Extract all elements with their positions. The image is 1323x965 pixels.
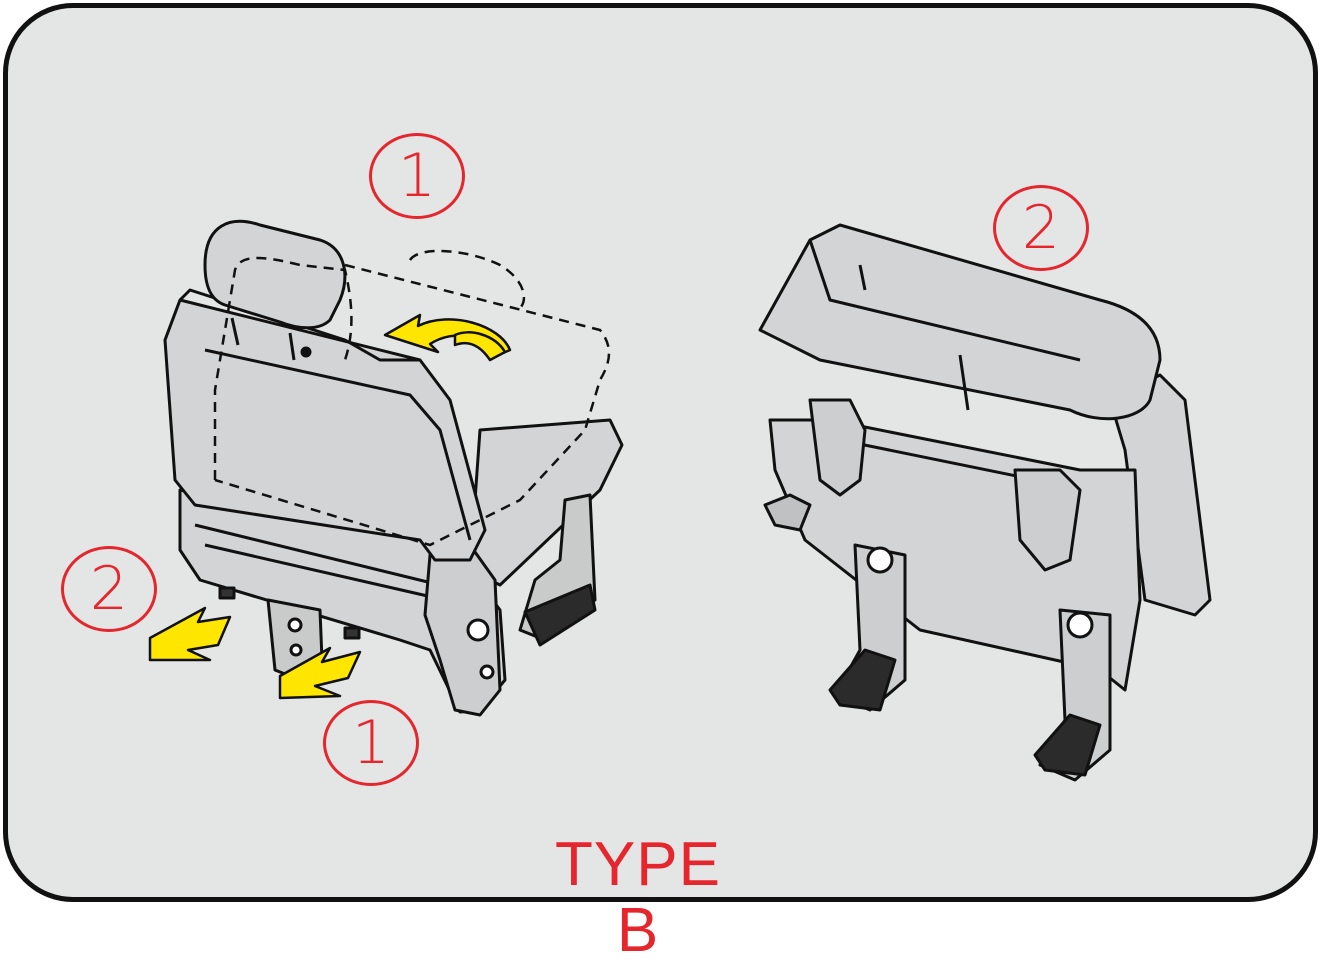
folded-outline	[213, 249, 611, 547]
left-seat	[163, 219, 624, 717]
pull-arrow-icon	[148, 606, 362, 700]
step-2-badge-right: 2	[993, 185, 1089, 271]
curved-arrow-icon	[383, 313, 512, 362]
type-label: TYPE B	[555, 830, 721, 965]
seat-diagram	[148, 219, 1212, 782]
step-1-badge-top: 1	[369, 133, 465, 219]
step-2-badge-left: 2	[61, 546, 157, 632]
right-seat	[758, 223, 1212, 782]
step-1-badge-bottom: 1	[323, 700, 419, 786]
